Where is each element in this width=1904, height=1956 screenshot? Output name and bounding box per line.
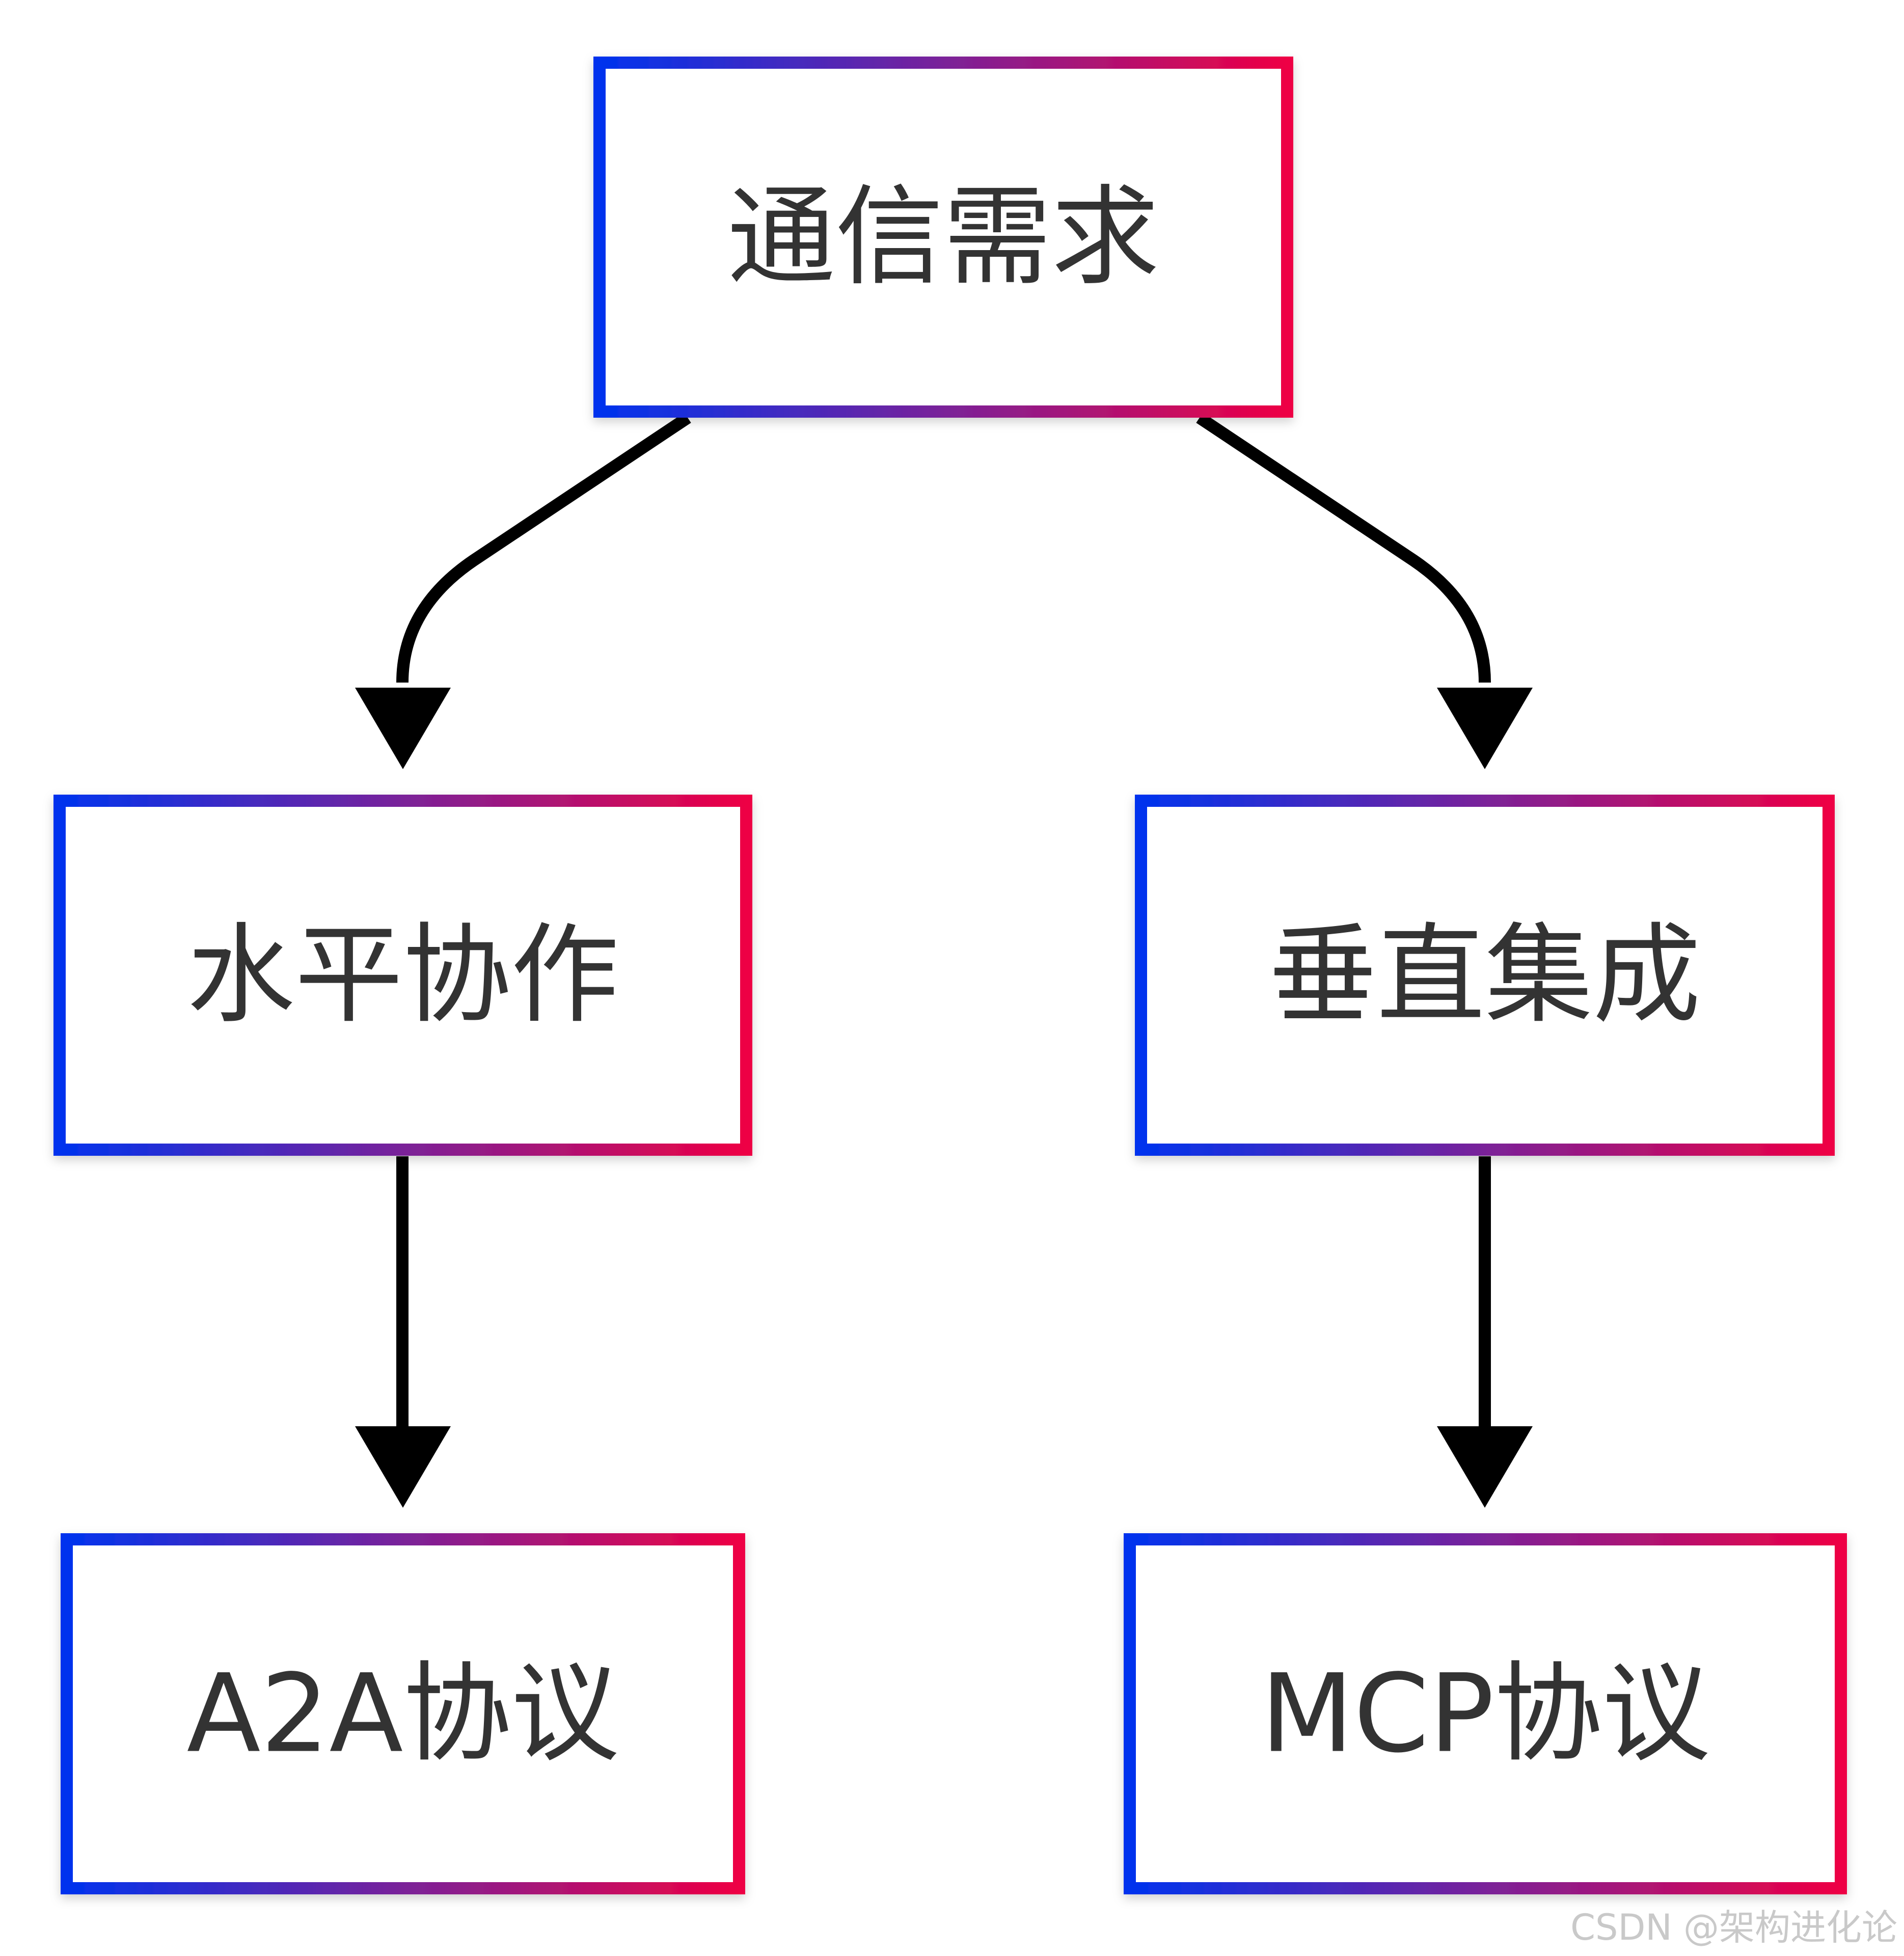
node-left: 水平协作 [53,795,752,1156]
node-root: 通信需求 [593,57,1293,418]
node-right-label: 垂直集成 [1269,912,1701,1038]
arrowhead-left-leaf [355,1426,451,1508]
edge-root-to-right [1196,413,1491,683]
node-left-label: 水平协作 [187,912,619,1038]
arrowheads [355,688,1533,1508]
arrowhead-left [355,688,451,769]
node-left-leaf-label: A2A协议 [187,1651,619,1777]
arrowhead-right-leaf [1437,1426,1533,1508]
node-right-leaf-box [1124,1533,1847,1894]
arrowhead-right [1437,688,1533,769]
node-right-box [1135,795,1835,1156]
node-right: 垂直集成 [1135,795,1835,1156]
edge-root-to-left [396,413,691,683]
node-right-leaf: MCP协议 [1124,1533,1847,1894]
edges [396,413,1491,1426]
node-left-box [53,795,752,1156]
node-left-leaf: A2A协议 [61,1533,745,1894]
node-right-leaf-label: MCP协议 [1261,1651,1710,1777]
node-root-box [593,57,1293,418]
node-root-label: 通信需求 [727,174,1159,300]
watermark-text: CSDN @架构进化论 [1570,1907,1897,1948]
node-left-leaf-box [61,1533,745,1894]
